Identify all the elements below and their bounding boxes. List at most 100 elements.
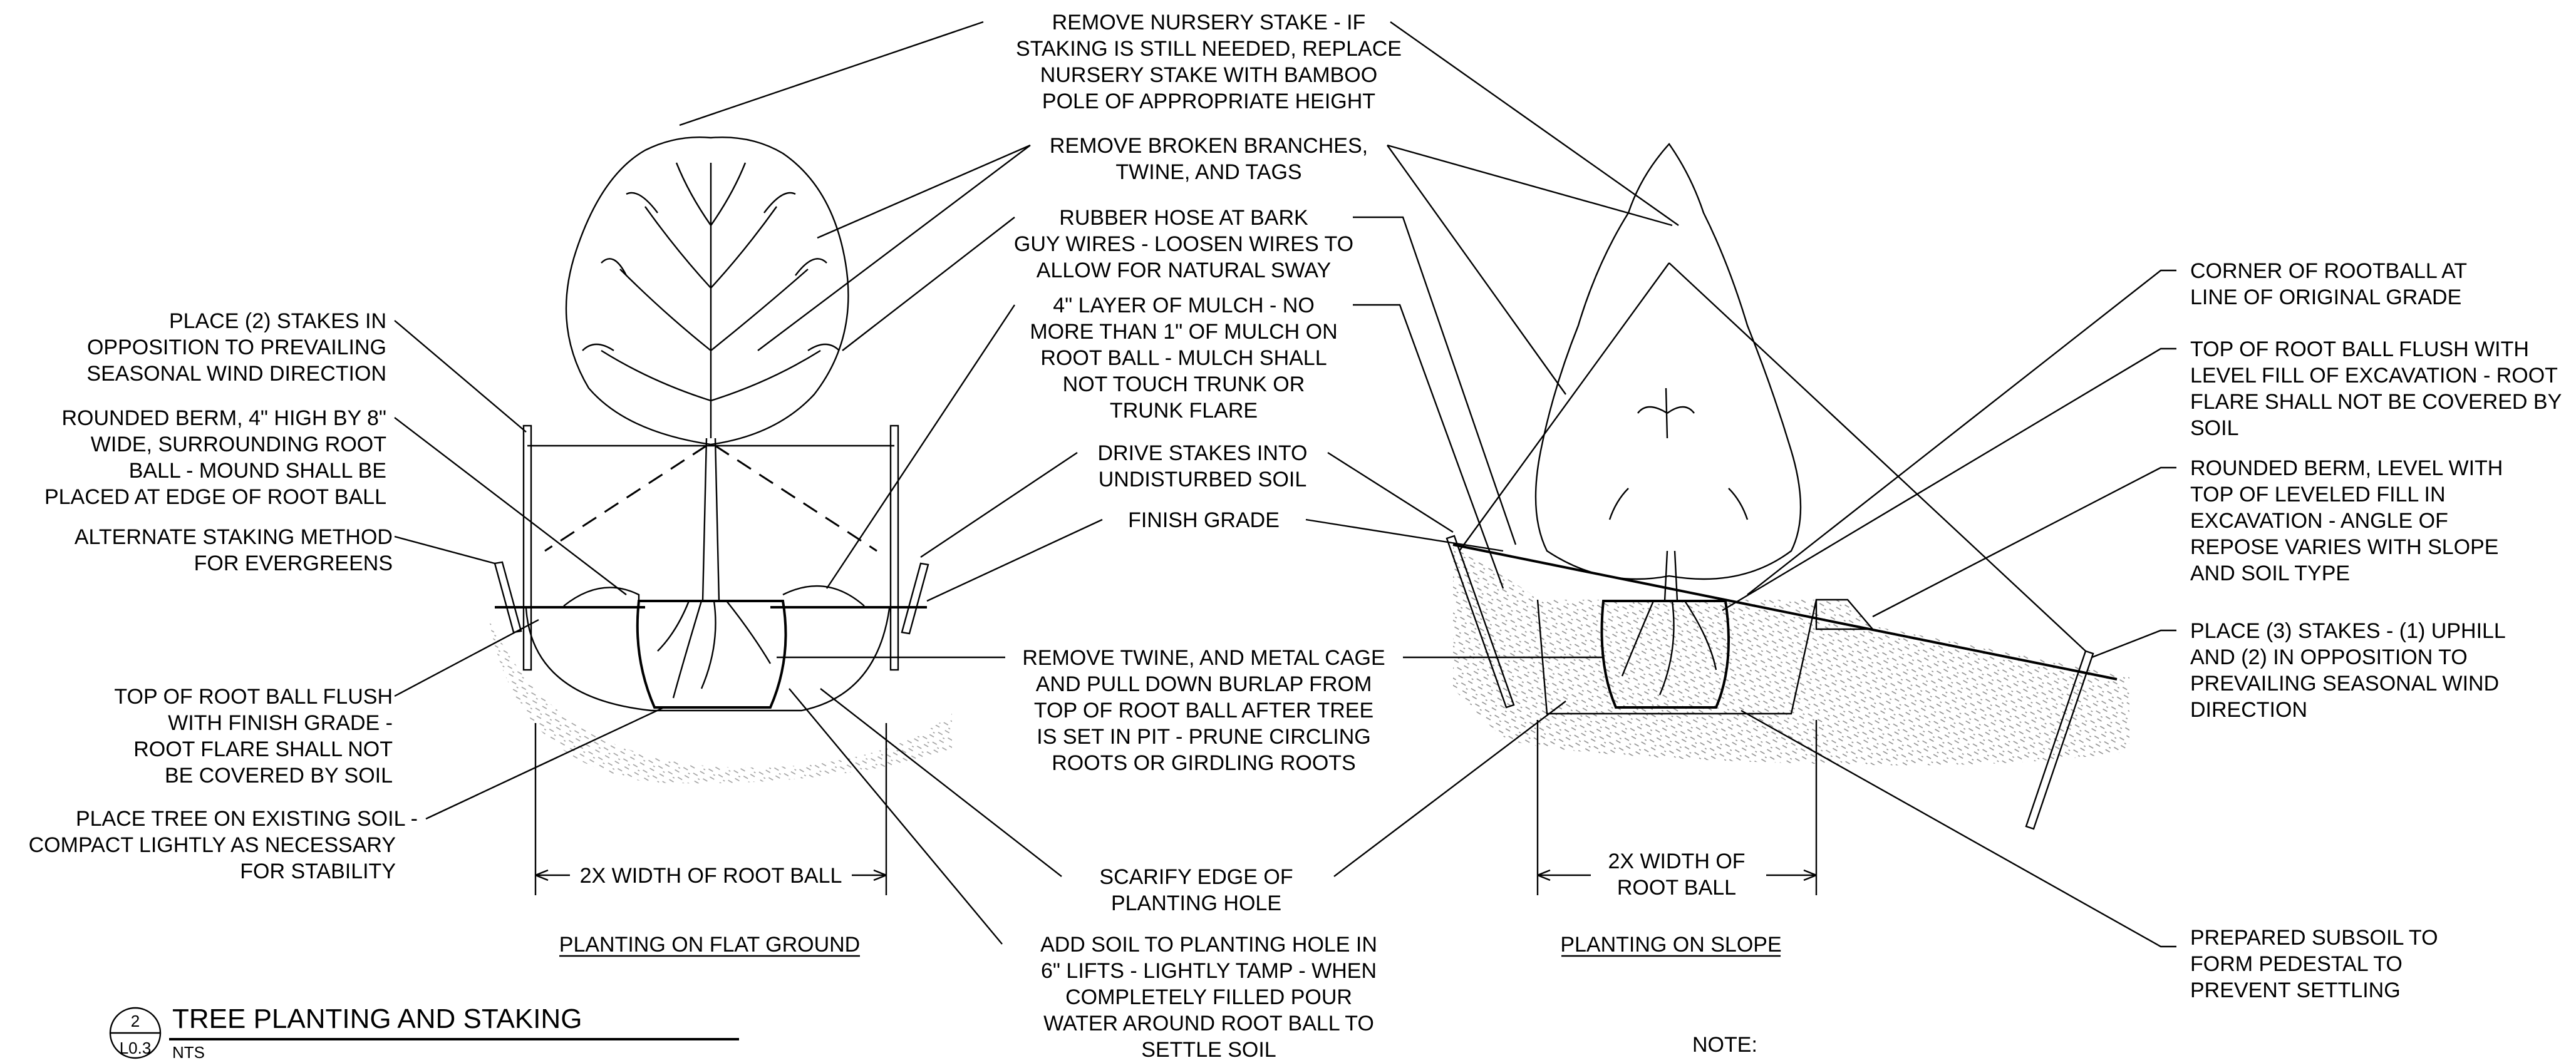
note-line: ROOTS OR GIRDLING ROOTS	[1052, 751, 1355, 775]
note-line: NURSERY STAKE WITH BAMBOO	[1040, 63, 1377, 87]
note-line: ALTERNATE STAKING METHOD	[75, 525, 393, 549]
flat-root-ball	[636, 600, 787, 709]
slope-guy-right	[1668, 262, 2086, 652]
note-top-root-ball-flat: TOP OF ROOT BALL FLUSH WITH FINISH GRADE…	[114, 685, 393, 788]
note-top-root-ball-slope: TOP OF ROOT BALL FLUSH WITH LEVEL FILL O…	[2190, 337, 2562, 440]
note-line: RUBBER HOSE AT BARK	[1059, 206, 1308, 230]
slope-root-ball	[1600, 600, 1730, 709]
note-line: MORE THAN 1" OF MULCH ON	[1030, 320, 1337, 344]
note-line: GUY WIRES - LOOSEN WIRES TO	[1014, 232, 1353, 256]
note-line: ROUNDED BERM, 4" HIGH BY 8"	[62, 406, 387, 430]
note-place-two-stakes: PLACE (2) STAKES IN OPPOSITION TO PREVAI…	[86, 309, 386, 386]
note-line: PLANTING HOLE	[1111, 891, 1281, 915]
note-line: FOR EVERGREENS	[194, 552, 393, 575]
flat-alt-stake-left	[494, 561, 522, 634]
note-line: IS SET IN PIT - PRUNE CIRCLING	[1037, 725, 1370, 749]
note-line: CORNER OF ROOTBALL AT	[2190, 259, 2467, 283]
note-line: PREVENT SETTLING	[2190, 978, 2401, 1002]
note-remove-branches: REMOVE BROKEN BRANCHES, TWINE, AND TAGS	[1050, 134, 1368, 184]
note-line: AND PULL DOWN BURLAP FROM	[1036, 672, 1372, 696]
dimension-flat-width: 2X WIDTH OF ROOT BALL	[580, 864, 842, 888]
note-remove-twine: REMOVE TWINE, AND METAL CAGE AND PULL DO…	[1022, 646, 1385, 775]
note-line: REMOVE TWINE, AND METAL CAGE	[1022, 646, 1385, 670]
flat-tree-crown	[565, 136, 849, 446]
note-corner-rootball: CORNER OF ROOTBALL AT LINE OF ORIGINAL G…	[2190, 259, 2467, 309]
detail-title: TREE PLANTING AND STAKING	[172, 1004, 582, 1034]
note-rounded-berm-flat: ROUNDED BERM, 4" HIGH BY 8" WIDE, SURROU…	[44, 406, 386, 509]
note-line: PLACE (3) STAKES - (1) UPHILL	[2190, 619, 2506, 643]
note-line: 4" LAYER OF MULCH - NO	[1053, 294, 1315, 317]
note-line: TWINE, AND TAGS	[1115, 160, 1301, 184]
note-alternate-staking: ALTERNATE STAKING METHOD FOR EVERGREENS	[75, 525, 393, 575]
flat-trunk	[701, 438, 720, 602]
note-line: FLARE SHALL NOT BE COVERED BY	[2190, 390, 2562, 414]
flat-planting-hole	[525, 608, 891, 712]
note-line: STAKING IS STILL NEEDED, REPLACE	[1016, 37, 1402, 61]
note-prepared-subsoil: PREPARED SUBSOIL TO FORM PEDESTAL TO PRE…	[2190, 926, 2438, 1002]
note-line: REMOVE NURSERY STAKE - IF	[1052, 11, 1366, 34]
note-finish-grade: FINISH GRADE	[1128, 508, 1280, 532]
note-line: BALL - MOUND SHALL BE	[129, 459, 386, 483]
slope-evergreen-crown	[1534, 143, 1802, 580]
dimension-slope-width-line2: ROOT BALL	[1617, 876, 1736, 900]
note-line: AND (2) IN OPPOSITION TO	[2190, 645, 2468, 669]
note-line: ROOT FLARE SHALL NOT	[133, 737, 393, 761]
detail-scale: NTS	[172, 1043, 205, 1062]
note-line: TOP OF ROOT BALL FLUSH	[114, 685, 393, 709]
flat-stake-left	[522, 424, 532, 671]
detail-title-block: 2 L0.3 TREE PLANTING AND STAKING NTS	[109, 1004, 739, 1062]
note-line: FORM PEDESTAL TO	[2190, 952, 2403, 976]
slope-berm	[1815, 598, 1875, 630]
note-line: SEASONAL WIND DIRECTION	[86, 362, 386, 386]
note-line: ALLOW FOR NATURAL SWAY	[1037, 259, 1331, 282]
note-place-tree: PLACE TREE ON EXISTING SOIL - COMPACT LI…	[29, 807, 418, 883]
note-line: PLACED AT EDGE OF ROOT BALL	[44, 485, 386, 509]
note-line: TOP OF LEVELED FILL IN	[2190, 483, 2446, 506]
note-line: UNDISTURBED SOIL	[1099, 468, 1307, 491]
note-line: TOP OF ROOT BALL AFTER TREE	[1034, 699, 1373, 722]
note-line: LEVEL FILL OF EXCAVATION - ROOT	[2190, 364, 2558, 388]
note-line: ROOT BALL - MULCH SHALL	[1040, 346, 1327, 370]
note-line: PLACE TREE ON EXISTING SOIL -	[76, 807, 418, 831]
note-line: WIDE, SURROUNDING ROOT	[91, 433, 386, 456]
note-line: FINISH GRADE	[1128, 508, 1280, 532]
note-line: NOT TOUCH TRUNK OR	[1063, 372, 1305, 396]
note-add-soil: ADD SOIL TO PLANTING HOLE IN 6" LIFTS - …	[1040, 933, 1377, 1062]
detail-number: 2	[131, 1012, 140, 1030]
flat-alt-stake-right	[901, 562, 929, 635]
caption-slope: PLANTING ON SLOPE	[1560, 933, 1781, 957]
flat-stake-right	[889, 424, 899, 671]
note-line: PREVAILING SEASONAL WIND	[2190, 672, 2499, 696]
flat-berm-left	[563, 587, 640, 607]
detail-sheet: L0.3	[120, 1039, 152, 1057]
note-line: BE COVERED BY SOIL	[165, 764, 393, 788]
dimension-slope-width-line1: 2X WIDTH OF	[1608, 850, 1745, 873]
note-line: COMPLETELY FILLED POUR	[1065, 985, 1352, 1009]
slope-existing-soil	[1453, 545, 2129, 766]
note-rubber-hose: RUBBER HOSE AT BARK GUY WIRES - LOOSEN W…	[1014, 206, 1353, 282]
note-line: COMPACT LIGHTLY AS NECESSARY	[29, 833, 396, 857]
flat-guy-dash-left	[544, 444, 707, 552]
flat-roots	[657, 600, 772, 699]
note-line: ADD SOIL TO PLANTING HOLE IN	[1040, 933, 1377, 957]
note-line: ROUNDED BERM, LEVEL WITH	[2190, 456, 2503, 480]
slope-original-grade	[1452, 543, 2118, 680]
flat-berm-right	[782, 585, 865, 607]
note-line: OPPOSITION TO PREVAILING	[87, 336, 386, 359]
note-line: DRIVE STAKES INTO	[1097, 441, 1307, 465]
slope-roots	[1621, 600, 1717, 696]
note-line: LINE OF ORIGINAL GRADE	[2190, 285, 2461, 309]
note-line: 6" LIFTS - LIGHTLY TAMP - WHEN	[1041, 959, 1377, 983]
note-line: EXCAVATION - ANGLE OF	[2190, 509, 2448, 533]
slope-guy-left	[1459, 262, 1670, 552]
note-line: PREPARED SUBSOIL TO	[2190, 926, 2438, 950]
caption-flat-ground: PLANTING ON FLAT GROUND	[559, 933, 860, 957]
note-line: WITH FINISH GRADE -	[168, 711, 393, 735]
note-line: SCARIFY EDGE OF	[1099, 865, 1293, 889]
footer-note-label: NOTE:	[1692, 1033, 1757, 1057]
slope-stake-left	[1446, 535, 1515, 709]
slope-stake-right	[2025, 650, 2094, 830]
leader-lines	[394, 21, 2176, 948]
flat-existing-soil	[489, 617, 952, 784]
